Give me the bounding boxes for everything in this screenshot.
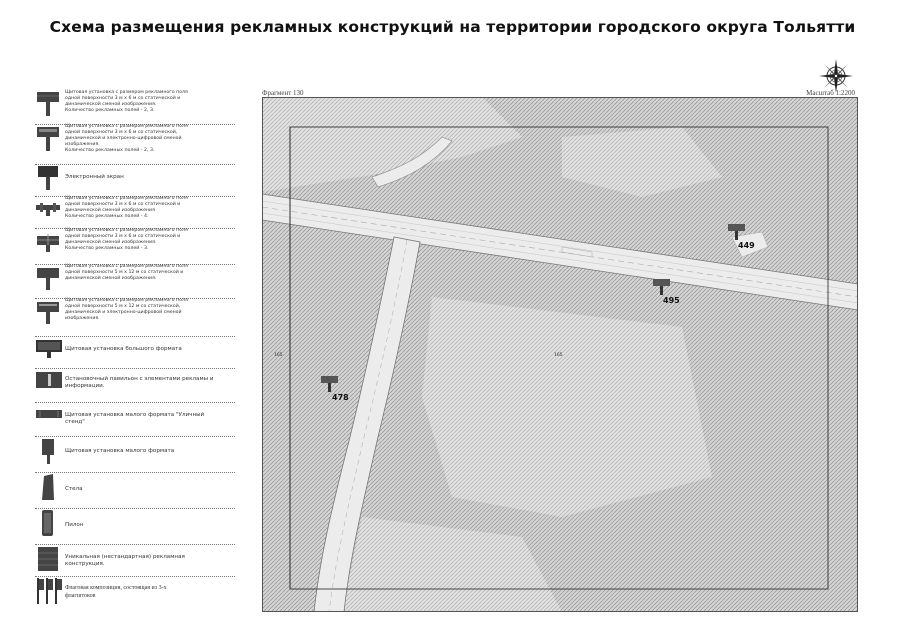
- legend-label: Щитовая установка большого формата: [65, 346, 182, 352]
- billboard-5x12-icon: [35, 264, 61, 296]
- billboard-marker-icon: [653, 279, 670, 295]
- legend-label: Щитовая установка с размером рекламного …: [65, 90, 188, 114]
- legend-label: Флаговая композиция, состоящая из 3-х фл…: [65, 585, 167, 599]
- legend-label: Щитовая установка с размером рекламного …: [65, 124, 188, 154]
- legend-label: Щитовая установка малого формата: [65, 448, 175, 454]
- billboard-3x6-four-icon: [35, 196, 61, 224]
- legend-item: Стела: [35, 472, 235, 509]
- map-border: [262, 97, 858, 612]
- legend-item: Щитовая установка с размером рекламного …: [35, 196, 235, 229]
- fragment-label: Фрагмент 130: [262, 89, 304, 97]
- billboard-marker-icon: [728, 224, 745, 240]
- legend-item: Пилон: [35, 508, 235, 545]
- legend-label: Уникальная (нестандартная) рекламная кон…: [65, 554, 185, 567]
- billboard-marker-icon: [321, 376, 338, 392]
- legend-item: Щитовая установка малого формата "Уличны…: [35, 402, 235, 437]
- legend-item: Щитовая установка малого формата: [35, 436, 235, 473]
- pylon-icon: [35, 508, 63, 544]
- large-billboard-icon: [35, 336, 63, 364]
- grid-label: 165: [274, 352, 283, 358]
- page-title: Схема размещения рекламных конструкций н…: [49, 18, 856, 36]
- legend-label: Щитовая установка с размером рекламного …: [65, 228, 188, 252]
- road-lane: [262, 200, 858, 292]
- legend-label: Стела: [65, 486, 83, 492]
- bus-stop-pavilion-icon: [35, 368, 63, 396]
- map-area: [422, 297, 712, 517]
- map-canvas[interactable]: 165 165 449 495 478: [262, 97, 858, 612]
- compass-rose-icon: [818, 58, 854, 94]
- legend-item: Щитовая установка с размером рекламного …: [35, 90, 235, 125]
- side-road-centerline: [328, 239, 408, 612]
- legend-label: Электронный экран: [65, 174, 124, 180]
- legend-label: Пилон: [65, 522, 84, 528]
- upper-road: [371, 136, 453, 188]
- legend-label: Щитовая установка с размером рекламного …: [65, 196, 188, 220]
- map-area: [342, 517, 562, 612]
- billboard-3x6-digital-icon: [35, 124, 61, 158]
- legend-item: Электронный экран: [35, 164, 235, 197]
- road-centerline: [262, 206, 858, 298]
- legend-label: Щитовая установка с размером рекламного …: [65, 298, 188, 322]
- legend-item: Щитовая установка с размером рекламного …: [35, 228, 235, 265]
- marker-label[interactable]: 495: [663, 296, 680, 305]
- legend-label: Остановочный павильон с элементами рекла…: [65, 376, 214, 389]
- electronic-screen-icon: [35, 164, 61, 196]
- road-lane: [262, 212, 858, 304]
- billboard-3x6-icon: [35, 90, 61, 122]
- legend-item: Флаговая композиция, состоящая из 3-х фл…: [35, 576, 235, 608]
- marker-label[interactable]: 449: [738, 241, 755, 250]
- billboard-3x6-three-icon: [35, 228, 61, 258]
- legend-item: Щитовая установка с размером рекламного …: [35, 124, 235, 165]
- scale-label: Масштаб 1:2200: [806, 89, 855, 97]
- marker-label[interactable]: 478: [332, 393, 349, 402]
- small-billboard-icon: [35, 436, 63, 470]
- unique-structure-icon: [35, 544, 63, 578]
- legend-item: Щитовая установка большого формата: [35, 336, 235, 369]
- legend-label: Щитовая установка с размером рекламного …: [65, 264, 188, 282]
- legend-item: Уникальная (нестандартная) рекламная кон…: [35, 544, 235, 577]
- map-area: [262, 97, 522, 192]
- grid-label: 165: [554, 352, 563, 358]
- legend-item: Остановочный павильон с элементами рекла…: [35, 368, 235, 403]
- map-area: [562, 127, 722, 197]
- side-road: [313, 236, 421, 612]
- small-city-stand-icon: [35, 402, 63, 430]
- legend-label: Щитовая установка малого формата "Уличны…: [65, 412, 205, 425]
- legend: Щитовая установка с размером рекламного …: [35, 90, 235, 610]
- flag-composition-icon: [35, 576, 63, 610]
- legend-item: Щитовая установка с размером рекламного …: [35, 298, 235, 337]
- stele-icon: [35, 472, 63, 508]
- legend-item: Щитовая установка с размером рекламного …: [35, 264, 235, 299]
- billboard-5x12-digital-icon: [35, 298, 61, 330]
